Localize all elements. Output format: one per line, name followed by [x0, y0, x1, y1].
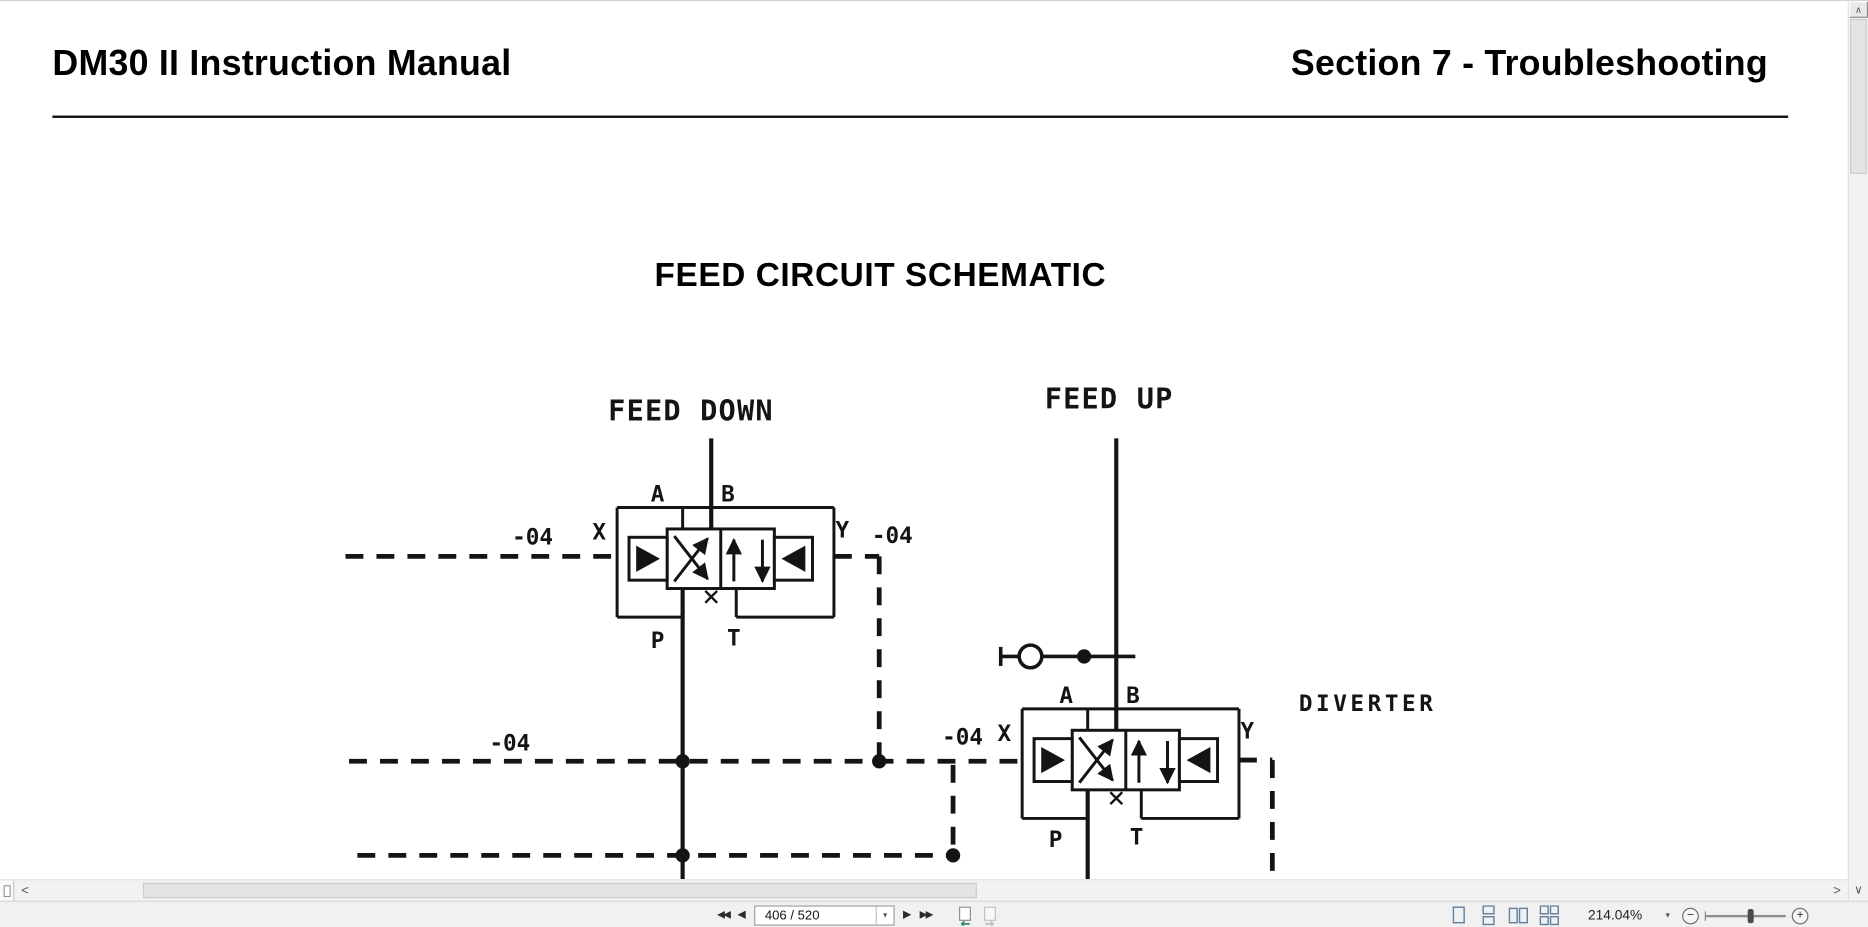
- section-title: Section 7 - Troubleshooting: [1290, 44, 1768, 84]
- next-page-icon: ▶: [903, 908, 912, 921]
- last-page-icon: ▶▶: [919, 909, 934, 922]
- feed-down-label: FEED DOWN: [608, 394, 774, 428]
- zoom-out-button[interactable]: −: [1682, 907, 1699, 924]
- port-t-label: T: [1130, 825, 1144, 851]
- first-page-icon: ◀◀: [717, 909, 731, 922]
- single-page-view-icon: [1452, 906, 1465, 924]
- dropdown-arrow-icon: ▼: [881, 911, 889, 920]
- line-size-label: -04: [872, 523, 913, 549]
- continuous-facing-view-button[interactable]: [1539, 905, 1559, 926]
- vertical-scrollbar-thumb[interactable]: [1850, 19, 1867, 174]
- facing-pages-view-icon: [1508, 907, 1528, 924]
- bottom-toolbar: ◀◀ ◀ ▼ ▶ ▶▶: [0, 900, 1868, 927]
- view-zoom-group: 214.04% ▼ − +: [1449, 904, 1809, 927]
- plus-icon: +: [1796, 908, 1804, 922]
- feed-up-valve: [1020, 707, 1241, 820]
- page-handle-icon: [2, 884, 11, 897]
- panel-splitter-handle[interactable]: [0, 880, 15, 901]
- chevron-down-icon: ∨: [1854, 883, 1863, 897]
- schematic-title: FEED CIRCUIT SCHEMATIC: [654, 256, 1107, 294]
- scroll-down-button[interactable]: ∨: [1849, 879, 1868, 900]
- line-size-label: -04: [942, 725, 983, 751]
- page-navigation-group: ◀◀ ◀ ▼ ▶ ▶▶: [717, 904, 999, 927]
- horizontal-scrollbar-thumb[interactable]: [142, 882, 977, 899]
- vertical-scrollbar[interactable]: ∧ ∨: [1847, 1, 1868, 901]
- page-number-input[interactable]: [755, 906, 876, 925]
- port-t-label: T: [727, 626, 741, 652]
- feed-lines: [680, 438, 1119, 880]
- pilot-triangle-icon: [1186, 746, 1211, 774]
- previous-page-button[interactable]: ◀: [738, 910, 746, 921]
- next-view-icon: [984, 906, 996, 926]
- zoom-slider-thumb[interactable]: [1747, 908, 1754, 923]
- port-y-label: Y: [1241, 719, 1255, 745]
- port-b-label: B: [721, 482, 735, 508]
- junction-dots: [675, 649, 1092, 863]
- last-page-button[interactable]: ▶▶: [919, 909, 934, 922]
- zoom-slider-track: [1704, 914, 1786, 917]
- pilot-triangle-icon: [636, 545, 660, 572]
- zoom-dropdown-icon[interactable]: ▼: [1664, 911, 1672, 920]
- port-p-label: P: [1049, 827, 1063, 853]
- port-x-label: X: [592, 520, 606, 546]
- page-dropdown-button[interactable]: ▼: [875, 906, 894, 925]
- manual-title: DM30 II Instruction Manual: [52, 44, 512, 84]
- next-page-button[interactable]: ▶: [903, 910, 911, 921]
- port-a-label: A: [651, 482, 665, 508]
- port-a-label: A: [1059, 683, 1073, 709]
- gauge-circle-icon: [1017, 643, 1044, 670]
- feed-up-label: FEED UP: [1045, 382, 1174, 416]
- page-number-box: ▼: [754, 905, 895, 926]
- scroll-right-button[interactable]: >: [1826, 880, 1847, 900]
- previous-view-icon: [959, 906, 971, 926]
- single-page-view-button[interactable]: [1449, 905, 1468, 925]
- previous-page-icon: ◀: [737, 908, 746, 921]
- first-page-button[interactable]: ◀◀: [717, 909, 731, 922]
- previous-view-button[interactable]: [955, 906, 973, 926]
- continuous-facing-view-icon: [1539, 905, 1559, 926]
- horizontal-scrollbar[interactable]: < >: [0, 879, 1848, 901]
- line-size-label: -04: [512, 524, 553, 550]
- port-y-label: Y: [835, 517, 849, 543]
- continuous-view-button[interactable]: [1478, 905, 1497, 926]
- scroll-up-button[interactable]: ∧: [1848, 1, 1868, 18]
- zoom-in-button[interactable]: +: [1791, 907, 1809, 924]
- pilot-triangle-icon: [1041, 746, 1066, 774]
- feed-circuit-schematic: FEED DOWN FEED UP DIVERTER A B X Y P T -…: [345, 382, 1437, 880]
- header-rule: [52, 115, 1789, 118]
- facing-pages-view-button[interactable]: [1508, 905, 1528, 925]
- chevron-right-icon: >: [1833, 883, 1841, 898]
- zoom-level: 214.04%: [1588, 908, 1643, 923]
- feed-down-valve: [615, 506, 836, 619]
- document-canvas[interactable]: DM30 II Instruction Manual Section 7 - T…: [0, 1, 1848, 880]
- pilot-triangle-icon: [781, 545, 806, 572]
- chevron-left-icon: <: [21, 883, 29, 898]
- port-p-label: P: [651, 628, 665, 654]
- line-size-label: -04: [489, 731, 530, 757]
- diverter-label: DIVERTER: [1299, 691, 1437, 717]
- pilot-dashed-lines: [345, 553, 1275, 876]
- zoom-slider[interactable]: [1704, 906, 1786, 925]
- minus-icon: −: [1686, 908, 1694, 922]
- port-b-label: B: [1126, 683, 1140, 709]
- chevron-up-icon: ∧: [1854, 4, 1862, 15]
- scroll-left-button[interactable]: <: [14, 880, 35, 900]
- next-view-button[interactable]: [982, 906, 1000, 926]
- continuous-view-icon: [1482, 905, 1495, 926]
- port-x-label: X: [997, 721, 1011, 747]
